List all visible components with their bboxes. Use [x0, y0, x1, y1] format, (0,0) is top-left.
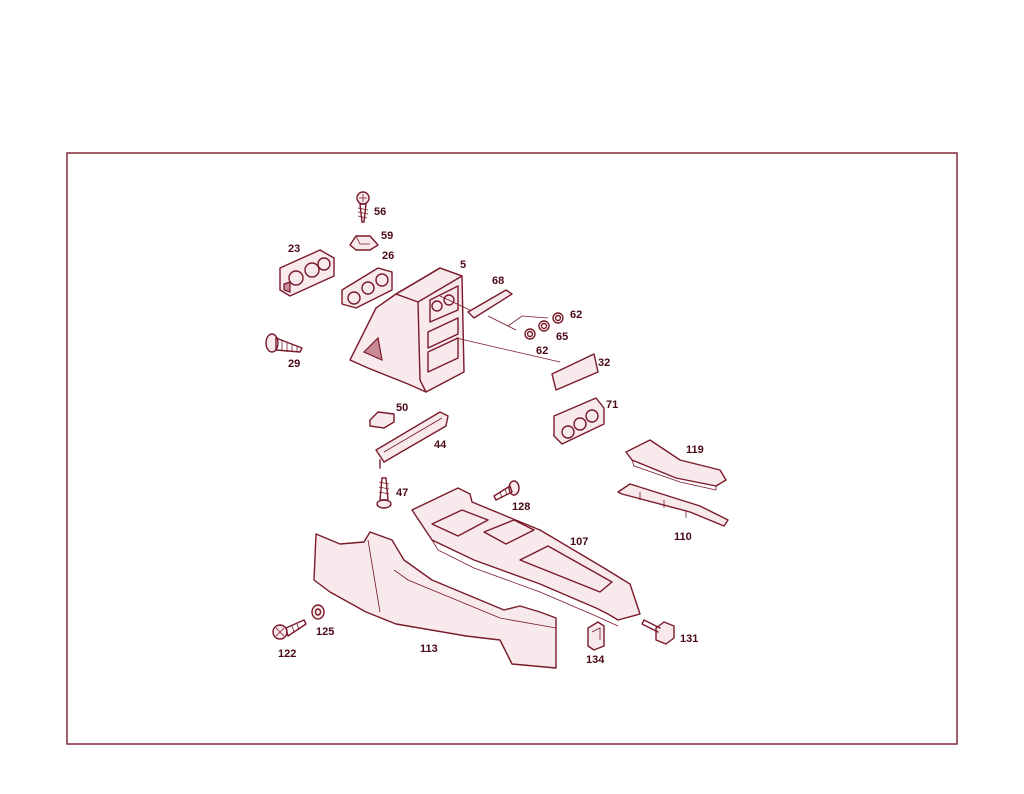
part-47-screw: [376, 477, 392, 509]
callout-122: 122: [278, 648, 296, 660]
callout-47: 47: [396, 487, 408, 499]
part-56-screw: [356, 191, 370, 223]
part-68-trim-strip: [439, 289, 513, 319]
callout-134: 134: [586, 654, 605, 666]
part-5-console-housing: [349, 267, 465, 393]
part-62-65-knobs: [487, 312, 564, 340]
callout-110: 110: [674, 531, 692, 543]
callout-56: 56: [374, 206, 386, 218]
part-29-bolt: [265, 333, 303, 353]
part-125-washer: [311, 604, 325, 620]
part-26-gauge-bezel: [341, 267, 393, 309]
callout-131: 131: [680, 633, 698, 645]
callout-68: 68: [492, 275, 504, 287]
callout-125: 125: [316, 626, 334, 638]
callout-23: 23: [288, 243, 300, 255]
part-113-lower-trim: [313, 531, 557, 669]
callout-59: 59: [381, 230, 393, 242]
part-107-console-body: [411, 487, 641, 627]
part-134-clip: [587, 621, 605, 651]
callout-128: 128: [512, 501, 530, 513]
callout-71: 71: [606, 399, 618, 411]
callout-65: 65: [556, 331, 568, 343]
callout-32: 32: [598, 357, 610, 369]
part-122-screw: [272, 619, 307, 640]
part-119-armrest-pad: [625, 439, 727, 491]
part-131-bolt: [641, 619, 675, 645]
callout-29: 29: [288, 358, 300, 370]
part-128-bolt: [493, 480, 520, 501]
part-32-cover-panel: [455, 337, 599, 391]
callout-113: 113: [420, 643, 438, 655]
diagram-frame: [66, 152, 958, 745]
callout-5: 5: [460, 259, 466, 271]
callout-62-bottom: 62: [536, 345, 548, 357]
callout-119: 119: [686, 444, 704, 456]
callout-44: 44: [434, 439, 447, 451]
callout-107: 107: [570, 536, 588, 548]
part-44-bracket: [375, 411, 449, 469]
part-59-clip: [349, 235, 379, 251]
part-110-rail: [617, 483, 729, 527]
callout-62-top: 62: [570, 309, 582, 321]
part-23-gauge-frame: [279, 249, 335, 297]
callout-26: 26: [382, 250, 394, 262]
part-71-gauge-mount: [553, 397, 605, 445]
callout-50: 50: [396, 402, 408, 414]
part-50-clip: [369, 411, 395, 429]
